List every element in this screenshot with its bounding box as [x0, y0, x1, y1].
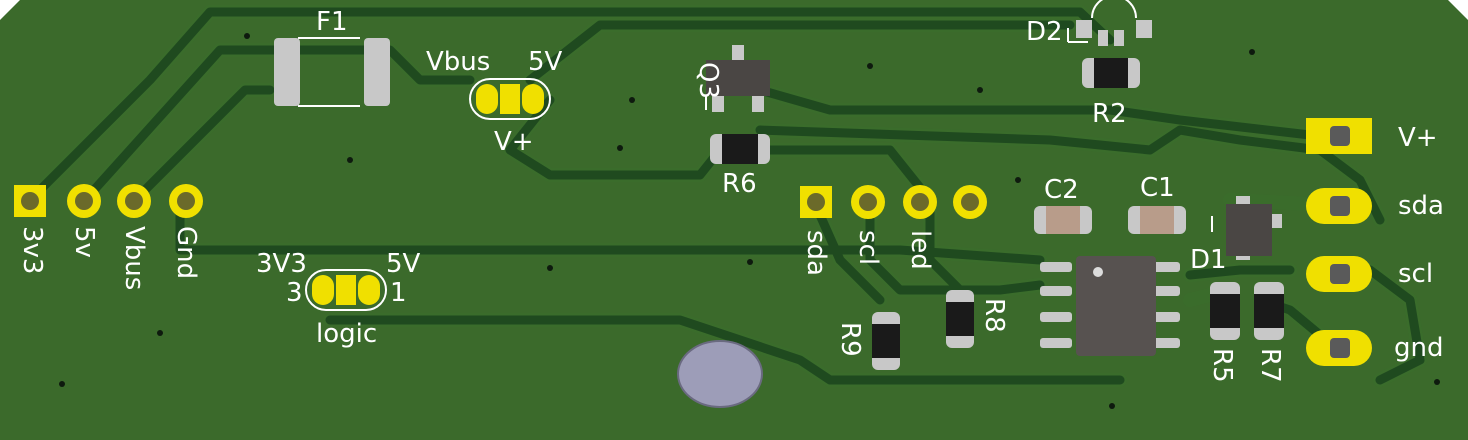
resistor-r5	[1210, 282, 1240, 340]
resistor-r8	[946, 290, 974, 348]
header-left-label-2: 5v	[69, 226, 99, 258]
copper-traces	[23, 5, 1427, 387]
resistor-r9-label: R9	[835, 322, 865, 357]
diode-label: D1	[1190, 245, 1227, 275]
jumper-vbus-right-label: 5V	[528, 47, 563, 77]
ic-soic8	[1040, 256, 1180, 356]
jumper-logic-topleft-label: 3V3	[256, 249, 307, 279]
connector-right-label-4: gnd	[1394, 333, 1444, 363]
vias	[59, 33, 1440, 409]
jumper-logic-right-label: 1	[390, 278, 407, 308]
header-mid-label-1: sda	[801, 230, 831, 276]
connector-right-label-3: scl	[1398, 259, 1433, 289]
fuse-f1	[274, 37, 390, 107]
header-left-label-3: Vbus	[119, 226, 149, 290]
resistor-r2	[1082, 58, 1140, 88]
resistor-r6	[710, 134, 770, 164]
jumper-vbus-bottom-label: V+	[494, 127, 534, 157]
capacitor-c1-label: C1	[1140, 173, 1175, 203]
header-left[interactable]	[14, 184, 203, 218]
resistor-r9	[872, 312, 900, 370]
led-d2	[1067, 0, 1152, 46]
header-mid[interactable]	[800, 185, 987, 219]
fuse-label: F1	[316, 7, 348, 37]
capacitor-c1	[1128, 206, 1186, 234]
resistor-r7	[1254, 282, 1284, 340]
transistor-q3	[705, 45, 770, 112]
resistor-r5-label: R5	[1207, 348, 1237, 383]
jumper-logic-left-label: 3	[286, 278, 303, 308]
header-mid-label-2: scl	[853, 230, 883, 265]
jumper-vbus-5v[interactable]	[469, 78, 551, 120]
resistor-r2-label: R2	[1092, 99, 1127, 129]
connector-right[interactable]	[1306, 118, 1372, 366]
mounting-hole	[677, 340, 763, 408]
resistor-r8-label: R8	[979, 298, 1009, 333]
diode-d1	[1211, 196, 1282, 260]
connector-right-label-2: sda	[1398, 191, 1444, 221]
capacitor-c2-label: C2	[1044, 175, 1079, 205]
header-mid-label-3: led	[905, 230, 935, 270]
resistor-r7-label: R7	[1255, 348, 1285, 383]
header-left-label-4: Gnd	[171, 226, 201, 279]
transistor-label: Q3	[693, 62, 723, 99]
jumper-vbus-left-label: Vbus	[426, 47, 490, 77]
header-left-label-1: 3v3	[17, 226, 47, 274]
jumper-logic-bottom-label: logic	[316, 319, 377, 349]
led-label: D2	[1026, 17, 1063, 47]
connector-right-label-1: V+	[1398, 123, 1438, 153]
capacitor-c2	[1034, 206, 1092, 234]
jumper-logic[interactable]	[305, 269, 387, 311]
jumper-logic-topright-label: 5V	[386, 249, 421, 279]
resistor-r6-label: R6	[722, 169, 757, 199]
